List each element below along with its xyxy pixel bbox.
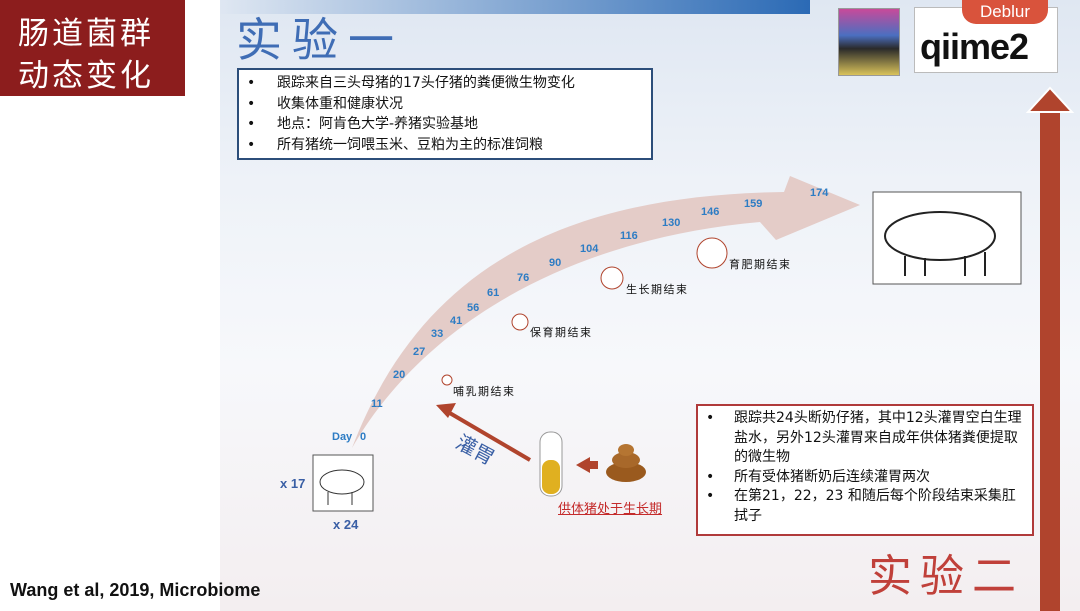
- day-label: 20: [393, 369, 405, 381]
- gavage-arrow-head: [436, 403, 456, 418]
- experiment1-bullet: 地点：阿肯色大学-养猪实验基地: [239, 114, 651, 135]
- title-line-1: 肠道菌群: [18, 16, 154, 52]
- day-label: 61: [487, 287, 499, 299]
- day-label: 0: [360, 431, 366, 443]
- day-label: 130: [662, 217, 680, 229]
- day-label: 159: [744, 198, 762, 210]
- reference-text: Wang et al, 2019, Microbiome: [10, 580, 261, 600]
- experiment1-bullet: 跟踪来自三头母猪的17头仔猪的粪便微生物变化: [239, 73, 651, 94]
- experiment2-bullet: 在第21，22，23 和随后每个阶段结束采集肛拭子: [698, 487, 1024, 526]
- experiment2-bullet: 跟踪共24头断奶仔猪，其中12头灌胃空白生理盐水，另外12头灌胃来自成年供体猪粪…: [698, 409, 1024, 468]
- piglet-image: [312, 454, 374, 512]
- adult-pig-icon: [884, 211, 996, 261]
- title-box: 肠道菌群 动态变化: [0, 0, 185, 96]
- stage-label: 生长期结束: [626, 282, 689, 296]
- experiment2-box: 跟踪共24头断奶仔猪，其中12头灌胃空白生理盐水，另外12头灌胃来自成年供体猪粪…: [696, 404, 1034, 536]
- feces-icon: [606, 462, 646, 482]
- deblur-badge: Deblur: [962, 0, 1048, 24]
- day-label: 146: [701, 206, 719, 218]
- feces-arrow-icon: [576, 457, 598, 473]
- stage-marker: [441, 374, 453, 386]
- day-label: 56: [467, 302, 479, 314]
- growth-curve-arrow: [352, 176, 860, 448]
- experiment1-bullet: 收集体重和健康状况: [239, 94, 651, 115]
- stage-label: 育肥期结束: [729, 257, 792, 271]
- sequencer-image: [838, 8, 900, 76]
- qiime2-wordmark: qiime2: [920, 26, 1029, 67]
- vertical-arrow-head: [1025, 86, 1075, 113]
- count-x17: x 17: [280, 476, 306, 491]
- day-label: 76: [517, 272, 529, 284]
- experiment2-bullet: 所有受体猪断奶后连续灌胃两次: [698, 468, 1024, 488]
- stage-marker: [600, 266, 624, 290]
- test-tube-liquid: [542, 460, 560, 494]
- day-label: 11: [371, 398, 383, 410]
- vertical-arrow-shaft: [1040, 110, 1060, 611]
- stage-label: 保育期结束: [530, 325, 593, 339]
- stage-marker: [696, 237, 728, 269]
- top-arrow-bar: [220, 0, 810, 14]
- experiment1-bullet: 所有猪统一饲喂玉米、豆粕为主的标准饲粮: [239, 135, 651, 156]
- adult-pig-image: [872, 191, 1022, 285]
- piglet-icon: [319, 469, 365, 495]
- stage-marker: [511, 313, 529, 331]
- day-label: 41: [450, 315, 462, 327]
- day-label: 90: [549, 257, 561, 269]
- day-label: 174: [810, 187, 829, 199]
- day-label: 116: [620, 230, 638, 242]
- experiment1-box: 跟踪来自三头母猪的17头仔猪的粪便微生物变化 收集体重和健康状况 地点：阿肯色大…: [237, 68, 653, 160]
- experiment2-heading: 实验二: [868, 551, 1024, 602]
- day-prefix: Day: [332, 431, 353, 443]
- count-x24: x 24: [333, 517, 359, 532]
- experiment1-heading: 实验一: [236, 13, 404, 67]
- day-label: 27: [413, 346, 425, 358]
- donor-label: 供体猪处于生长期: [558, 502, 663, 517]
- title-line-2: 动态变化: [18, 58, 154, 94]
- gavage-arrow-line: [446, 410, 532, 462]
- day-label: 33: [431, 328, 443, 340]
- stage-label: 哺乳期结束: [453, 385, 516, 398]
- day-label: 104: [580, 243, 599, 255]
